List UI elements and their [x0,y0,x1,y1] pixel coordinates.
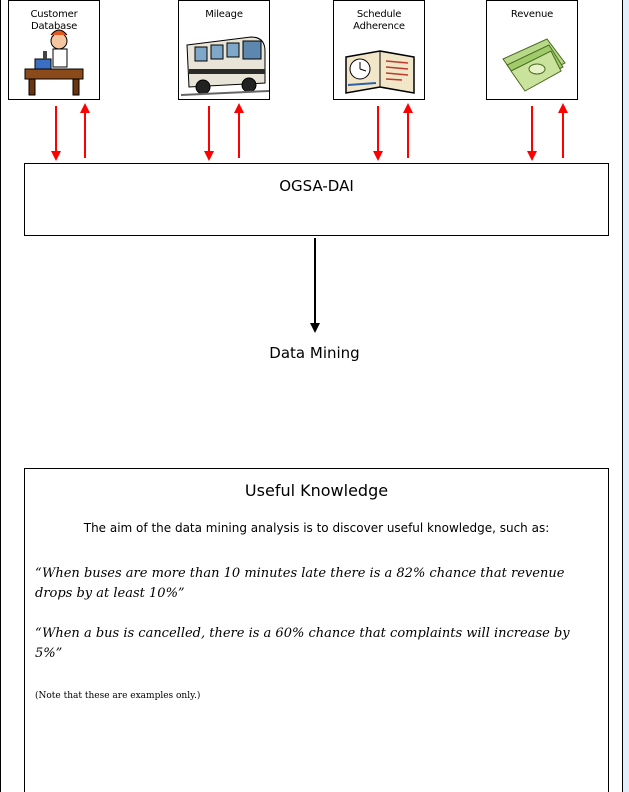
source-revenue: Revenue [486,0,578,100]
bus-icon [181,36,269,96]
schedule-book-icon [345,50,415,94]
source-label: Revenue [510,9,554,20]
source-schedule-adherence: Schedule Adherence [333,0,425,100]
ogsa-dai-box: OGSA-DAI [24,163,609,236]
knowledge-quote-2: “When a bus is cancelled, there is a 60%… [35,626,570,661]
source-mileage: Mileage [178,0,270,100]
ogsa-dai-title: OGSA-DAI [279,177,354,195]
knowledge-intro: The aim of the data mining analysis is t… [83,521,550,535]
useful-knowledge-box: Useful Knowledge The aim of the data min… [24,468,609,792]
source-label: Mileage [205,9,243,20]
knowledge-title: Useful Knowledge [244,481,389,500]
customer-database-icon [24,29,84,96]
source-label: Schedule Adherence [353,9,405,32]
knowledge-note: (Note that these are examples only.) [35,691,201,701]
money-icon [502,38,566,92]
source-label: Customer Database [30,9,78,32]
source-customer-database: Customer Database [8,0,100,100]
data-mining-label: Data Mining [269,344,360,362]
knowledge-quote-1: “When buses are more than 10 minutes lat… [35,566,565,601]
